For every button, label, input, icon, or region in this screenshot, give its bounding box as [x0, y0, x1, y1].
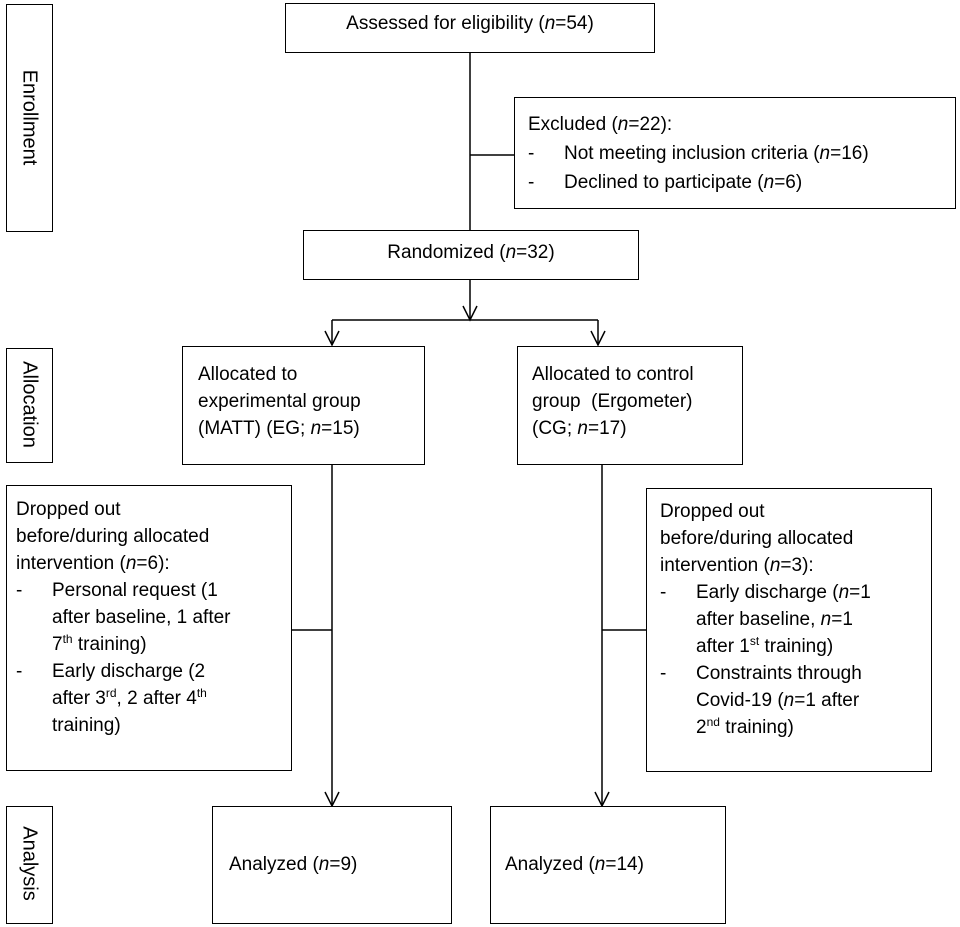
stage-analysis-box — [6, 806, 53, 924]
stage-enrollment-label: Enrollment — [18, 69, 41, 166]
allocated-cg-text: Allocated to control group (Ergometer) (… — [532, 364, 694, 439]
excluded-text: Excluded (n=22): Not meeting inclusion c… — [528, 111, 869, 196]
excluded-item-declined: Declined to participate (n=6) — [528, 169, 869, 196]
stage-enrollment-box — [6, 4, 53, 232]
analyzed-cg-text: Analyzed (n=14) — [505, 854, 644, 875]
excluded-title: Excluded (n=22): — [528, 114, 673, 135]
dropout-cg-text: Dropped out before/during allocated inte… — [660, 498, 871, 741]
allocated-cg-box — [517, 346, 743, 465]
randomized-text: Randomized (n=32) — [387, 242, 555, 263]
dropout-cg-item-covid: Constraints through Covid-19 (n=1 after … — [660, 660, 871, 741]
allocated-eg-box — [182, 346, 425, 465]
analyzed-eg-text: Analyzed (n=9) — [229, 854, 358, 875]
assessed-box — [285, 3, 655, 53]
randomized-box — [303, 230, 639, 280]
dropout-eg-text: Dropped out before/during allocated inte… — [16, 496, 231, 739]
stage-allocation-box — [6, 348, 53, 463]
stage-allocation-label: Allocation — [18, 361, 41, 448]
analyzed-cg-box — [490, 806, 726, 924]
dropout-eg-item-discharge: Early discharge (2 after 3rd, 2 after 4t… — [16, 658, 231, 739]
excluded-item-criteria: Not meeting inclusion criteria (n=16) — [528, 140, 869, 167]
dropout-eg-item-personal: Personal request (1 after baseline, 1 af… — [16, 577, 231, 658]
allocated-eg-text: Allocated to experimental group (MATT) (… — [198, 364, 361, 439]
arrowhead-cg-alloc — [590, 330, 606, 347]
stage-analysis-label: Analysis — [18, 826, 41, 901]
arrowhead-eg-alloc — [324, 330, 340, 347]
arrowhead-randomized — [462, 305, 478, 322]
dropout-cg-item-discharge: Early discharge (n=1 after baseline, n=1… — [660, 579, 871, 660]
assessed-text: Assessed for eligibility (n=54) — [346, 13, 594, 34]
analyzed-eg-box — [212, 806, 452, 924]
